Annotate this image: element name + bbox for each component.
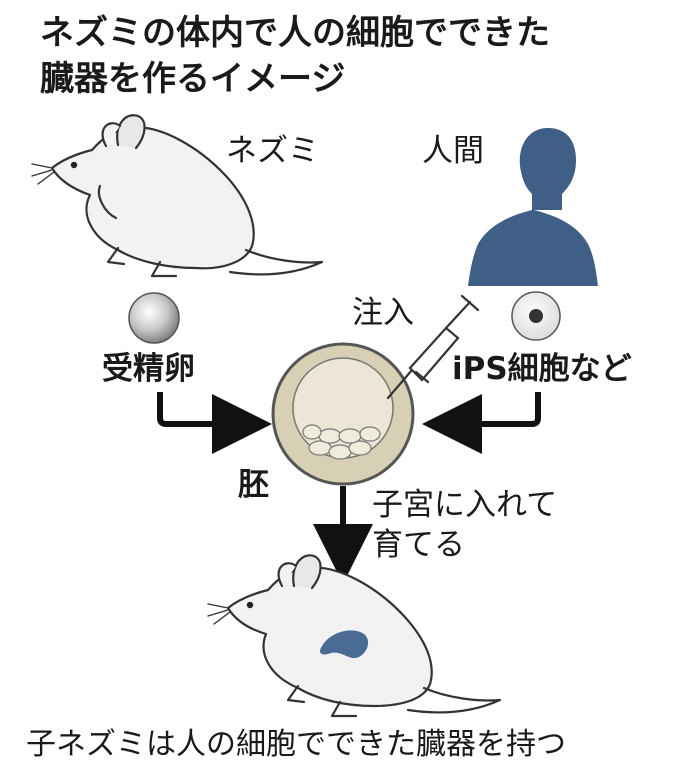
human-silhouette-icon [468,128,598,286]
human-organ-icon [320,630,369,659]
mouse-icon [31,114,324,278]
label-ips-cells: iPS細胞など [452,351,632,387]
title-line-2: 臓器を作るイメージ [40,59,346,99]
ips-cell-nucleus-icon [529,309,543,323]
arrow-from-egg [157,392,272,454]
label-fertilized-egg: 受精卵 [102,351,195,387]
syringe-icon [386,294,480,400]
label-embryo: 胚 [238,467,269,503]
fertilized-egg-icon [128,292,180,344]
label-uterus-step-2: 育てる [372,527,465,563]
baby-mouse-icon [207,554,502,718]
title-line-1: ネズミの体内で人の細胞でできた [40,13,550,53]
label-uterus-step-1: 子宮に入れて [372,487,558,523]
label-mouse: ネズミ [226,133,319,169]
label-injection: 注入 [352,295,414,331]
label-human: 人間 [422,133,484,169]
label-result: 子ネズミは人の細胞でできた臓器を持つ [26,727,566,762]
embryo-icon [271,342,415,486]
arrow-from-ips [422,392,541,454]
